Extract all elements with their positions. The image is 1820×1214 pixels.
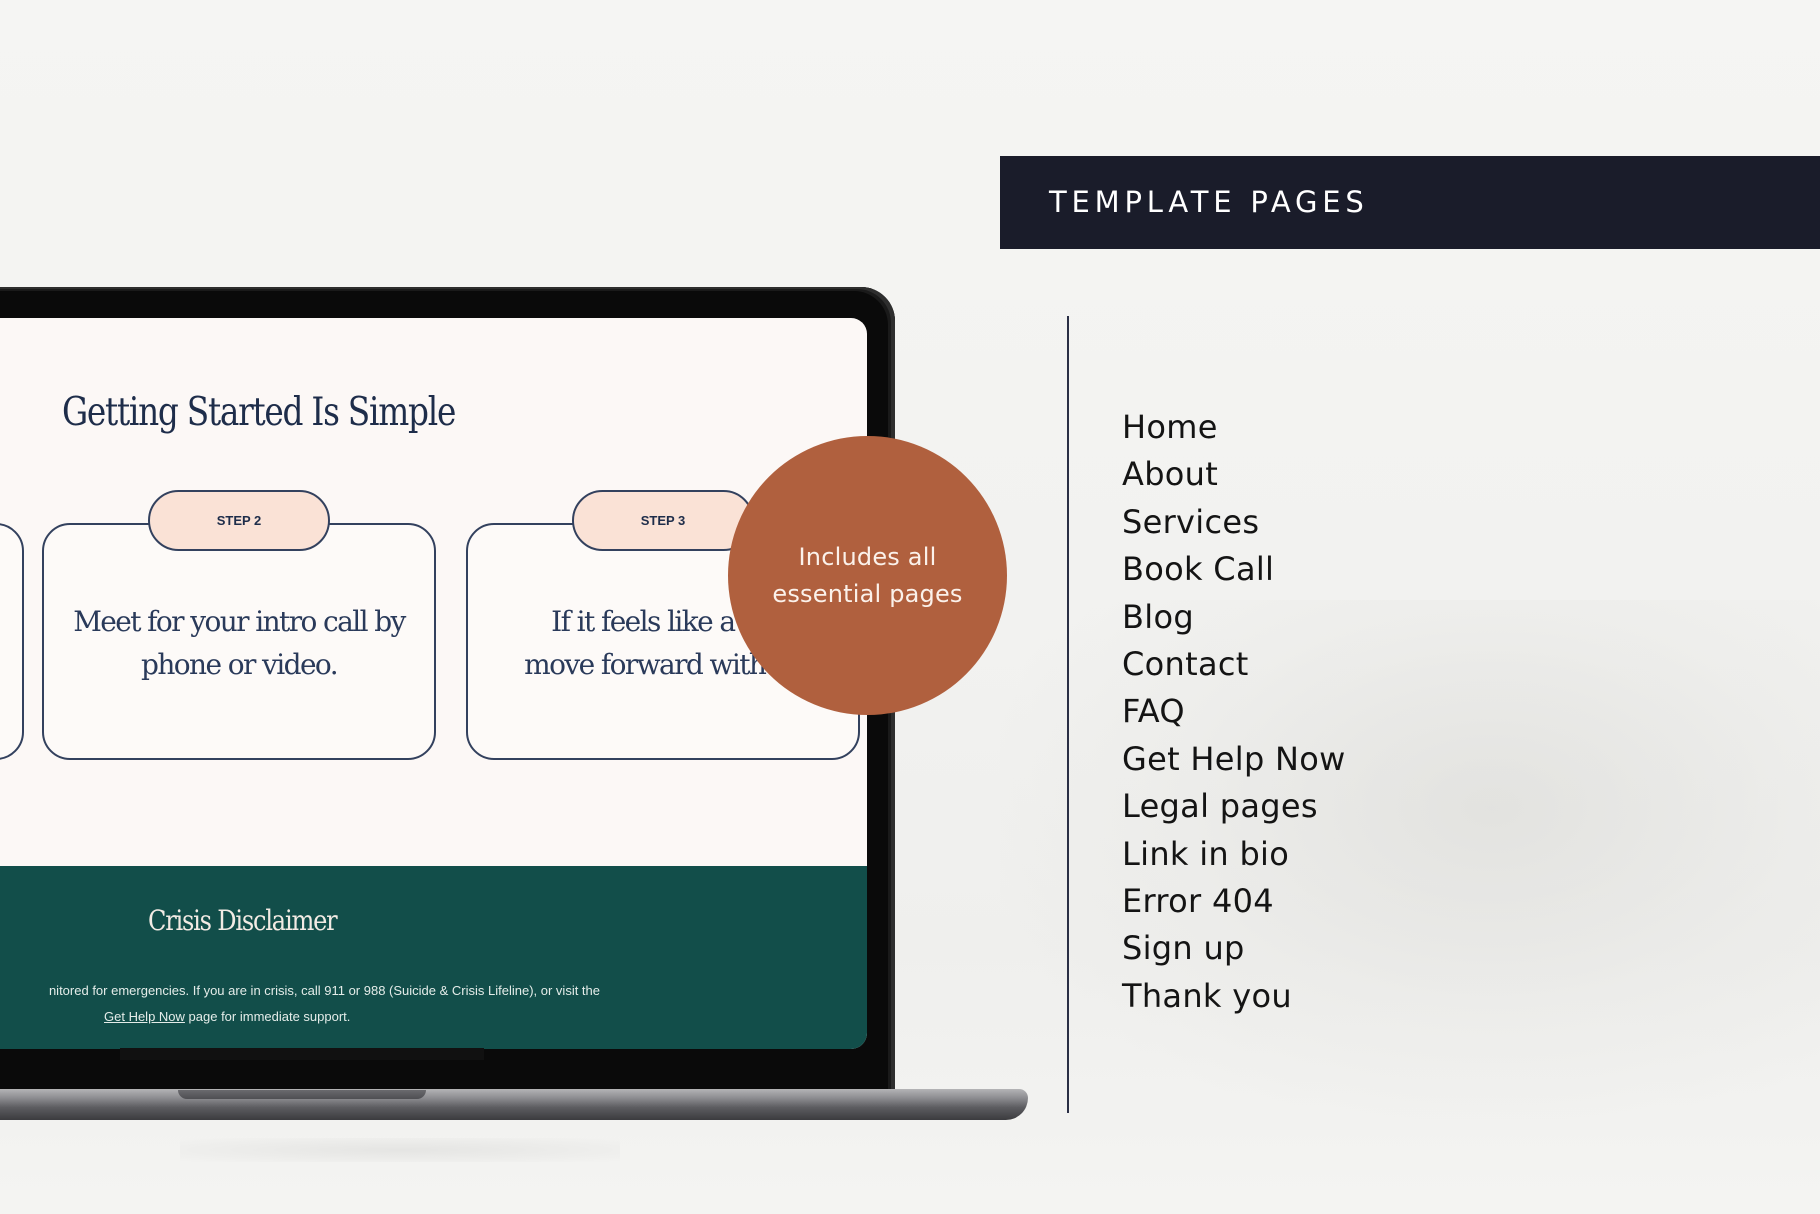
step-pill-2: STEP 2 xyxy=(148,490,330,551)
template-pages-header: TEMPLATE PAGES xyxy=(1000,156,1820,249)
template-page-list: Home About Services Book Call Blog Conta… xyxy=(1122,404,1346,1020)
badge-line: Includes all xyxy=(798,542,937,571)
page-list-item: Legal pages xyxy=(1122,787,1318,826)
page-list-item: FAQ xyxy=(1122,692,1185,731)
page-list-item: Get Help Now xyxy=(1122,739,1346,778)
page-list-item: Sign up xyxy=(1122,929,1245,968)
badge-line: essential pages xyxy=(772,579,963,608)
background-hills xyxy=(1000,600,1820,1120)
laptop-base-groove xyxy=(178,1090,426,1099)
page-list-item: Link in bio xyxy=(1122,834,1290,873)
header-title: TEMPLATE PAGES xyxy=(1049,185,1369,219)
laptop-base xyxy=(0,1089,1028,1120)
step-pill-3: STEP 3 xyxy=(572,490,754,551)
step-card-2: STEP 2 Meet for your intro call by phone… xyxy=(42,490,436,760)
crisis-text-line2: Get Help Now page for immediate support. xyxy=(104,1009,350,1024)
laptop-shadow xyxy=(180,1138,620,1162)
page-list-item: Blog xyxy=(1122,597,1194,636)
screen-hinge xyxy=(120,1048,484,1060)
page-list-item: Error 404 xyxy=(1122,882,1274,921)
crisis-text-rest: page for immediate support. xyxy=(184,1009,351,1024)
includes-all-pages-badge: Includes all essential pages xyxy=(728,436,1007,715)
crisis-text-line1: nitored for emergencies. If you are in c… xyxy=(48,983,600,998)
page-list-item: Book Call xyxy=(1122,550,1275,589)
vertical-divider xyxy=(1067,316,1069,1113)
crisis-title: Crisis Disclaimer xyxy=(148,904,338,937)
step-text-line: phone or video. xyxy=(141,648,339,681)
laptop-screen: Getting Started Is Simple STEP 2 Meet fo… xyxy=(0,318,867,1049)
section-title: Getting Started Is Simple xyxy=(62,390,456,435)
page-list-item: About xyxy=(1122,455,1219,494)
page-list-item: Services xyxy=(1122,502,1260,541)
step-card-partial xyxy=(0,523,24,760)
step-text-2: Meet for your intro call by phone or vid… xyxy=(44,600,434,686)
step-text-line: Meet for your intro call by xyxy=(73,605,406,638)
crisis-disclaimer-section: Crisis Disclaimer nitored for emergencie… xyxy=(0,866,867,1049)
page-list-item: Home xyxy=(1122,408,1218,446)
page-list-item: Thank you xyxy=(1122,976,1292,1015)
get-help-now-link[interactable]: Get Help Now xyxy=(104,1009,185,1024)
page-list-item: Contact xyxy=(1122,645,1249,684)
